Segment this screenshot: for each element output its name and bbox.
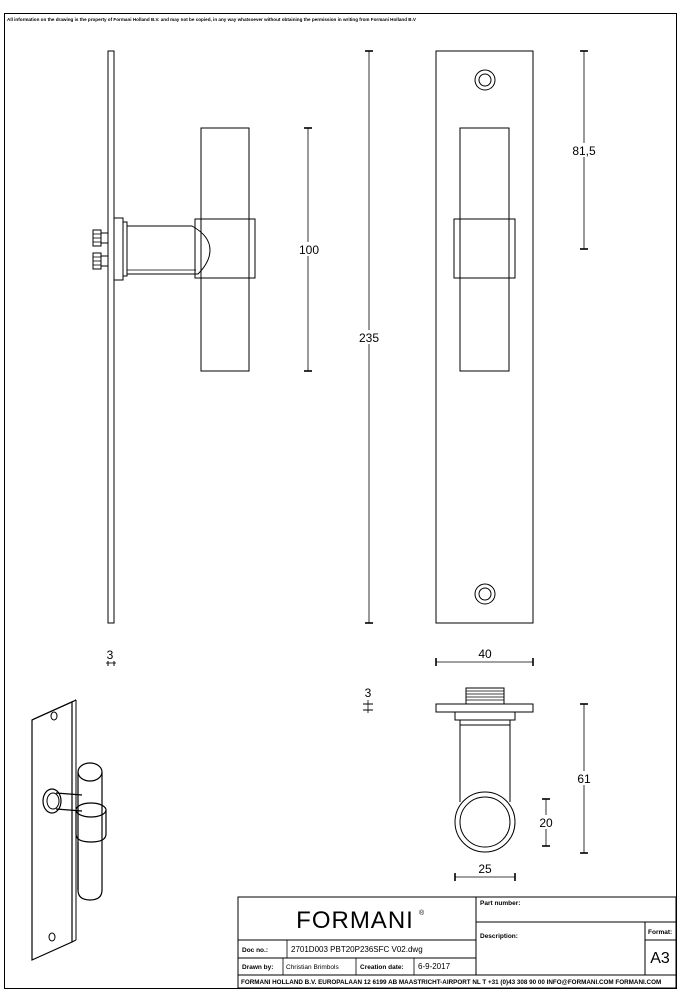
- drawn-by-value: Christian Brimbols: [286, 964, 339, 971]
- iso-handle-bar: [77, 772, 103, 901]
- iso-screw-bottom: [48, 932, 56, 942]
- top-threaded-stud: [465, 687, 505, 705]
- front-handle-bar: [459, 127, 510, 372]
- svg-text:235: 235: [359, 331, 379, 345]
- format-value: A3: [650, 950, 670, 967]
- dim-grip-diameter: 20: [535, 798, 557, 847]
- top-rose: [454, 711, 516, 721]
- side-view: [92, 50, 256, 624]
- creation-date-value: 6-9-2017: [418, 962, 451, 971]
- brand-logo: FORMANI: [296, 907, 414, 934]
- iso-screw-top: [50, 711, 58, 721]
- front-view: [435, 50, 534, 624]
- screw-hole-bottom: [474, 583, 496, 605]
- side-handle-bar: [200, 127, 250, 372]
- footer-address: FORMANI HOLLAND B.V. EUROPALAAN 12 6199 …: [241, 979, 661, 986]
- top-view: [435, 687, 534, 853]
- dim-rose-diameter: 25: [454, 862, 516, 881]
- doc-no-label: Doc no.:: [242, 947, 268, 954]
- svg-text:100: 100: [299, 243, 319, 257]
- top-plate: [435, 703, 534, 713]
- part-number-label: Part number:: [480, 900, 520, 907]
- dim-top-plate-thickness: 3: [363, 686, 373, 713]
- side-plate: [107, 50, 115, 624]
- iso-handle-sleeve: [75, 810, 107, 843]
- side-handle-sleeve: [194, 218, 256, 279]
- description-label: Description:: [480, 933, 518, 940]
- front-handle-sleeve: [453, 218, 516, 279]
- title-block: FORMANI ® Part number: Description: Form…: [237, 896, 677, 989]
- svg-text:25: 25: [478, 862, 492, 876]
- side-rose: [113, 217, 124, 281]
- top-grip-inner: [459, 796, 511, 848]
- drawn-by-label: Drawn by:: [242, 964, 273, 971]
- iso-plate: [31, 701, 73, 961]
- dim-plate-width: 40: [435, 647, 534, 666]
- dim-plate-height: 235: [356, 50, 382, 624]
- iso-rose: [42, 788, 62, 814]
- format-label: Format:: [648, 929, 672, 936]
- svg-text:40: 40: [478, 647, 492, 661]
- isometric-view: [31, 699, 107, 961]
- creation-date-label: Creation date:: [360, 964, 404, 971]
- front-plate: [435, 50, 534, 624]
- svg-text:3: 3: [365, 686, 372, 700]
- top-grip-outer: [454, 791, 516, 853]
- dim-projection: 61: [572, 703, 596, 854]
- svg-text:3: 3: [107, 648, 114, 662]
- screw-stud-lower: [92, 252, 109, 270]
- screw-hole-top: [474, 69, 496, 91]
- screw-stud-upper: [92, 229, 109, 247]
- svg-text:81,5: 81,5: [572, 144, 596, 158]
- dim-handle-length: 100: [296, 127, 322, 372]
- iso-handle-top: [77, 762, 103, 782]
- dim-center-offset: 81,5: [568, 50, 602, 250]
- side-rose-collar: [122, 221, 128, 277]
- side-neck: [127, 225, 211, 275]
- disclaimer-text: All information on the drawing is the pr…: [7, 17, 417, 22]
- brand-registered-mark: ®: [419, 909, 425, 917]
- doc-no-value: 2701D003 PBT20P236SFC V02.dwg: [291, 945, 423, 954]
- svg-text:20: 20: [539, 816, 553, 830]
- dim-side-plate-thickness: 3: [106, 648, 116, 666]
- svg-text:61: 61: [577, 772, 591, 786]
- drawing-border: [4, 13, 677, 989]
